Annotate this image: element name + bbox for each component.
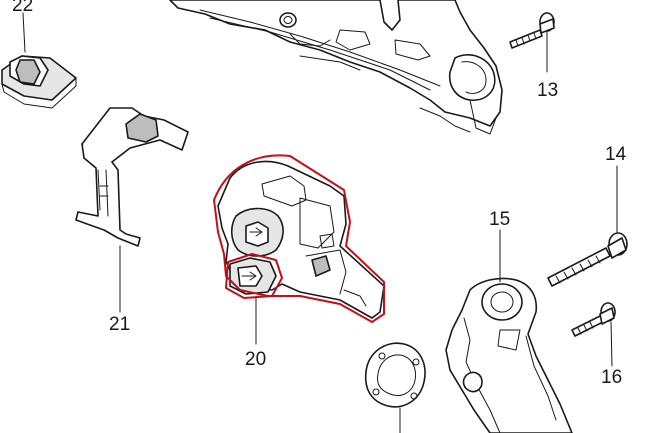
leader-lines: [22, 12, 618, 433]
callout-20: 20: [245, 349, 267, 370]
part-13-screw: [509, 12, 555, 49]
callout-13: 13: [537, 80, 559, 101]
part-20-switch: [213, 154, 385, 323]
leader-22: [22, 12, 26, 53]
part-21-lever: [75, 107, 189, 247]
callout-15: 15: [489, 209, 511, 230]
part-gasket-ring: [364, 342, 426, 408]
leader-16: [610, 321, 613, 367]
part-14-screw: [547, 232, 628, 287]
callout-21: 21: [109, 314, 131, 335]
part-16-screw: [571, 302, 616, 337]
part-15-handle: [445, 277, 573, 433]
callout-22: 22: [12, 0, 34, 16]
housing-top-part: [169, 0, 503, 135]
callout-14: 14: [605, 144, 627, 165]
part-22-cap: [1, 55, 77, 109]
callout-16: 16: [601, 367, 623, 388]
